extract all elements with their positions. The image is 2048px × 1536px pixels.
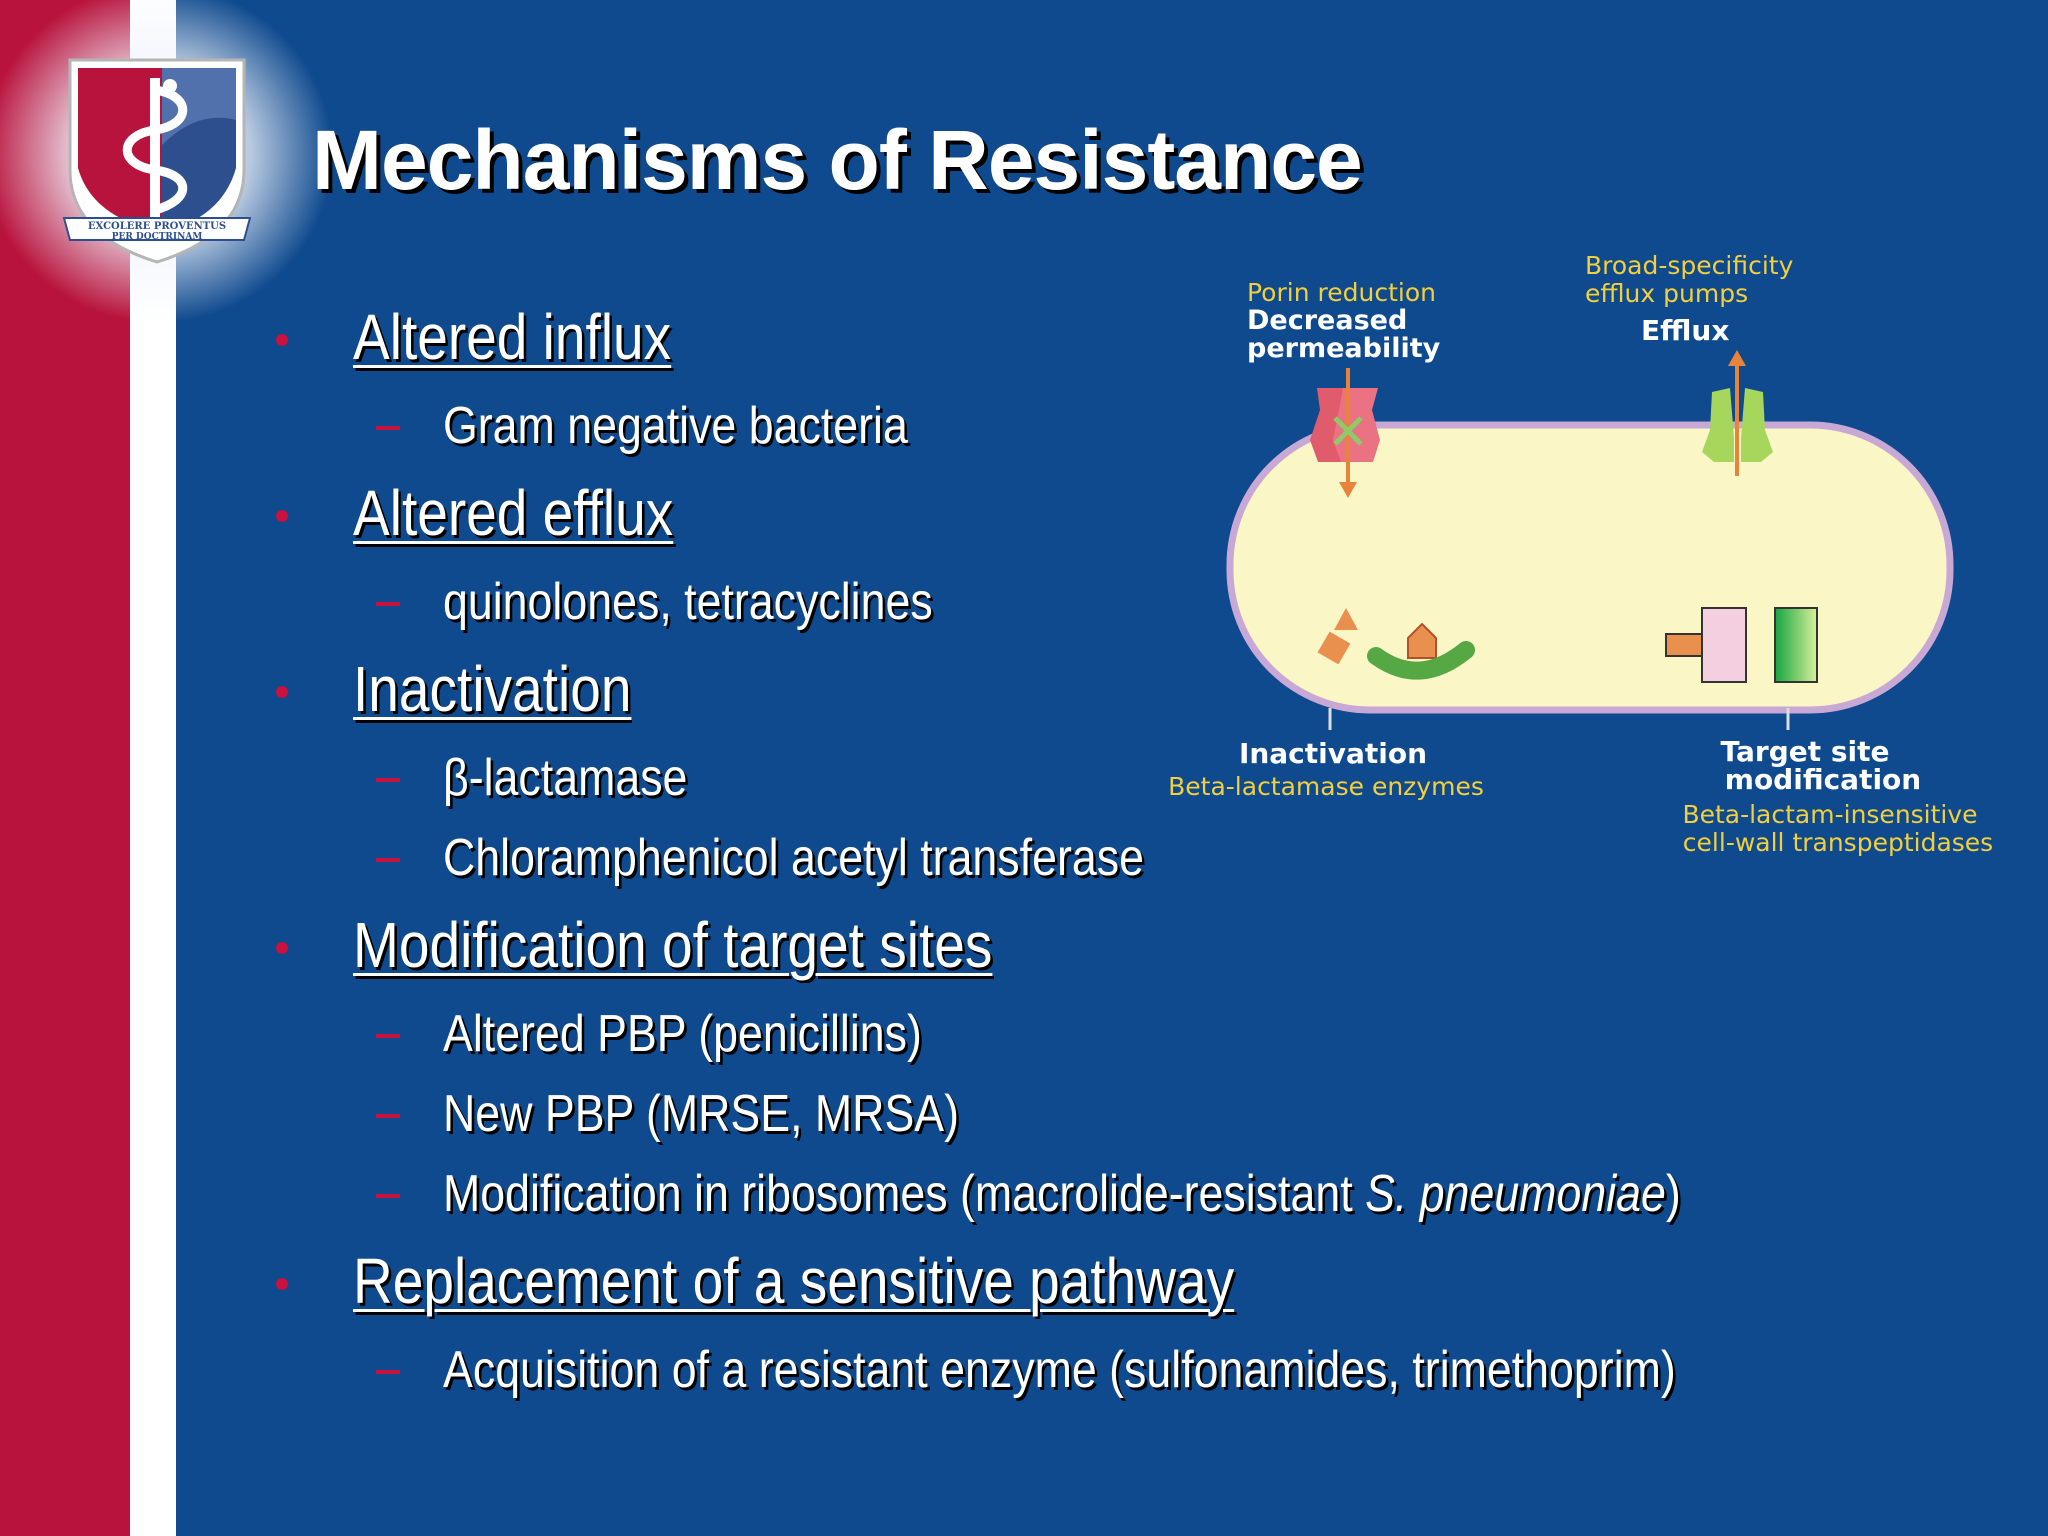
bullet-dot-icon [276, 1278, 288, 1290]
sub-bullet-item: quinolones, tetracyclines [0, 564, 1900, 644]
efflux-label: Efflux [1641, 314, 1729, 347]
inactivation-enzyme-icon [1317, 608, 1475, 680]
transpeptidases-label: cell-wall transpeptidases [1683, 828, 1993, 857]
bacterial-cell [1226, 421, 1954, 714]
target-site-label: Target site [1721, 735, 1890, 768]
sub-bullet-item: β-lactamase [0, 740, 1900, 820]
dash-icon [376, 426, 400, 430]
sub-bullet-main-text: β-lactamase [443, 749, 688, 807]
bullet-heading: Altered influx [353, 301, 672, 373]
dash-icon [376, 1114, 400, 1118]
sub-bullet-text: Altered PBP (penicillins) [443, 1004, 922, 1064]
decreased-label: Decreased [1247, 305, 1407, 336]
efflux-pumps-label: efflux pumps [1585, 279, 1748, 308]
bullet-item: Altered efflux [0, 476, 1900, 556]
sub-bullet-main-text: Altered PBP (penicillins) [443, 1005, 922, 1063]
logo-motto-line1: EXCOLERE PROVENTUS [88, 221, 226, 232]
resistance-diagram: Porin reduction Decreased permeability B… [1168, 251, 1993, 857]
sub-bullet-main-text: Chloramphenicol acetyl transferase [443, 829, 1144, 887]
sub-bullet-item: Acquisition of a resistant enzyme (sulfo… [0, 1332, 1900, 1412]
sub-bullet-text: Gram negative bacteria [443, 396, 908, 456]
bullet-heading: Replacement of a sensitive pathway [353, 1245, 1235, 1317]
sub-bullet-text: Modification in ribosomes (macrolide-res… [443, 1164, 1681, 1224]
sub-bullet-text: quinolones, tetracyclines [443, 572, 933, 632]
bullet-dot-icon [276, 510, 288, 522]
sub-bullet-item: New PBP (MRSE, MRSA) [0, 1076, 1900, 1156]
slide-title: Mechanisms of Resistance [312, 113, 1363, 207]
bullet-heading: Altered efflux [353, 477, 674, 549]
sub-bullet-text: β-lactamase [443, 748, 687, 808]
shield-logo: EXCOLERE PROVENTUS PER DOCTRINAM [62, 58, 252, 264]
sub-bullet-text: Chloramphenicol acetyl transferase [443, 828, 1144, 888]
efflux-pump-icon [1702, 350, 1773, 476]
bullet-item: Altered influx [0, 300, 1900, 380]
bullet-dot-icon [276, 334, 288, 346]
sub-bullet-item: Modification in ribosomes (macrolide-res… [0, 1156, 1900, 1236]
bullet-dot-icon [276, 942, 288, 954]
dash-icon [376, 1034, 400, 1038]
sub-bullet-italic-text: S. pneumoniae [1365, 1165, 1666, 1223]
target-site-icon [1665, 607, 1818, 683]
inactivation-label: Inactivation [1239, 737, 1427, 770]
sub-bullet-item: Altered PBP (penicillins) [0, 996, 1900, 1076]
porin-channel-icon [1310, 368, 1380, 498]
bullet-item: Replacement of a sensitive pathway [0, 1244, 1900, 1324]
sub-bullet-text: New PBP (MRSE, MRSA) [443, 1084, 959, 1144]
dash-icon [376, 778, 400, 782]
sub-bullet-main-text: Gram negative bacteria [443, 397, 908, 455]
dash-icon [376, 1370, 400, 1374]
broad-specificity-label: Broad-specificity [1585, 251, 1794, 280]
beta-lactamase-enzymes-label: Beta-lactamase enzymes [1168, 772, 1484, 801]
beta-lactam-insensitive-label: Beta-lactam-insensitive [1682, 800, 1977, 829]
sub-bullet-main-text: quinolones, tetracyclines [443, 573, 933, 631]
sub-bullet-main-text: Modification in ribosomes (macrolide-res… [443, 1165, 1366, 1223]
sub-bullet-item: Gram negative bacteria [0, 388, 1900, 468]
bullet-item: Inactivation [0, 652, 1900, 732]
bullet-dot-icon [276, 686, 288, 698]
bullet-heading: Modification of target sites [353, 909, 993, 981]
bullet-heading: Inactivation [353, 653, 632, 725]
logo-motto-line2: PER DOCTRINAM [112, 232, 203, 242]
modification-label: modification [1725, 763, 1921, 796]
permeability-label: permeability [1247, 333, 1441, 364]
sub-bullet-item: Chloramphenicol acetyl transferase [0, 820, 1900, 900]
dash-icon [376, 602, 400, 606]
sub-bullet-trailing-text: ) [1665, 1165, 1681, 1223]
dash-icon [376, 858, 400, 862]
bullet-item: Modification of target sites [0, 908, 1900, 988]
dash-icon [376, 1194, 400, 1198]
sub-bullet-text: Acquisition of a resistant enzyme (sulfo… [443, 1340, 1676, 1400]
sub-bullet-main-text: Acquisition of a resistant enzyme (sulfo… [443, 1341, 1676, 1399]
porin-reduction-label: Porin reduction [1247, 278, 1436, 307]
sub-bullet-main-text: New PBP (MRSE, MRSA) [443, 1085, 960, 1143]
